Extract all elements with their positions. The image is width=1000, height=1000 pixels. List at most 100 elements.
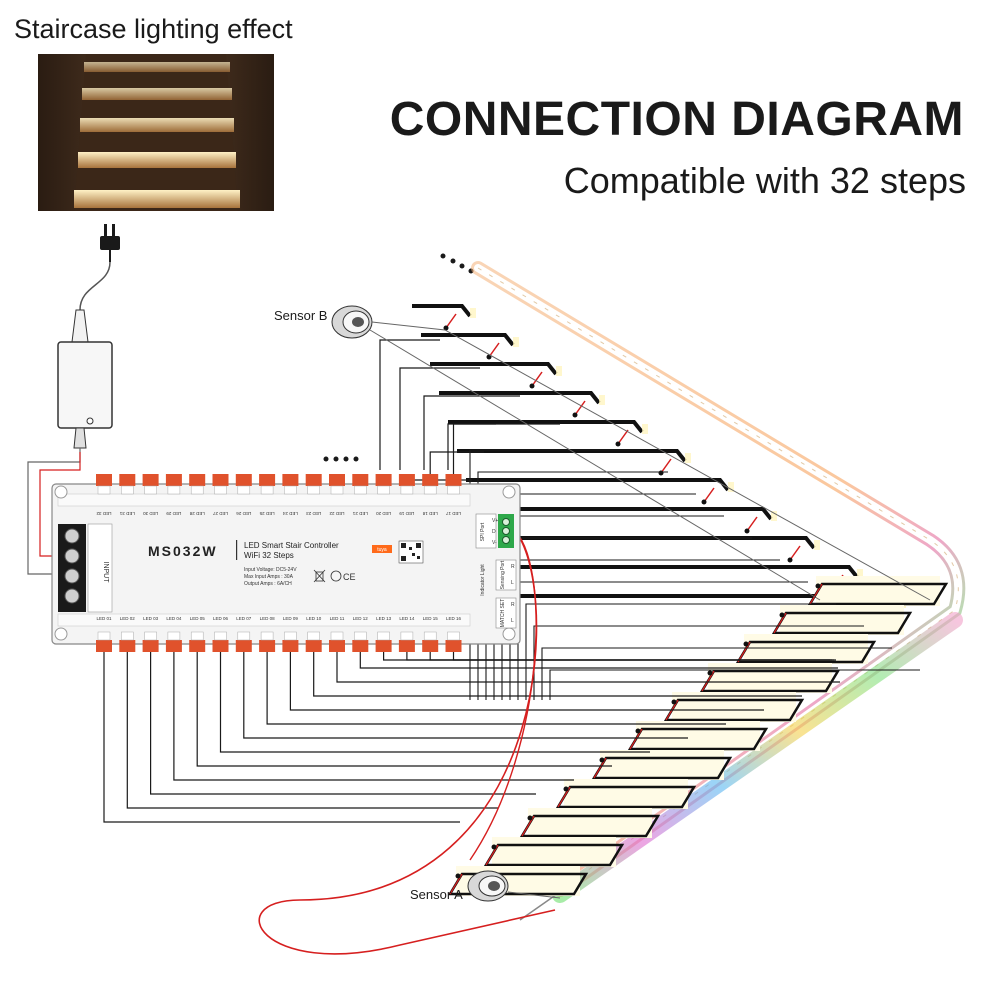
led-label-bottom: LED 04 — [166, 616, 182, 621]
wire-bus — [493, 515, 724, 700]
ce-mark-icon: CE — [343, 572, 356, 582]
wire-bottom — [196, 650, 612, 767]
led-label-bottom: LED 11 — [330, 616, 345, 621]
led-terminal-bottom: LED 04 — [165, 616, 182, 652]
led-label-bottom: LED 01 — [96, 616, 112, 621]
led-terminal-bottom: LED 03 — [142, 616, 159, 652]
power-adapter-icon — [27, 309, 113, 575]
led-terminal-bottom: LED 07 — [235, 616, 252, 652]
stair-step-upper — [484, 536, 820, 563]
stair-step-lower — [807, 576, 949, 606]
stair-step-lower — [735, 634, 877, 664]
led-terminal-top: LED 21 — [352, 474, 369, 516]
wire-bottom — [289, 650, 764, 711]
svg-text:L: L — [511, 618, 514, 624]
led-label-bottom: LED 16 — [446, 616, 462, 621]
led-label-top: LED 24 — [282, 511, 298, 516]
stair-step-upper — [475, 507, 777, 534]
svg-text:R: R — [511, 564, 515, 570]
staircase-photo — [38, 54, 274, 211]
wire-bus — [541, 647, 892, 700]
led-strip — [471, 261, 966, 921]
stair-step-upper — [430, 362, 562, 389]
led-label-bottom: LED 07 — [236, 616, 252, 621]
svg-text:SPI Port: SPI Port — [480, 522, 486, 541]
led-label-top: LED 26 — [236, 511, 252, 516]
controller-ms032w: INPUT MS032W LED Smart Stair Controller … — [51, 474, 521, 652]
led-terminal-bottom: LED 02 — [119, 616, 136, 652]
led-terminal-top: LED 27 — [212, 474, 229, 516]
led-terminal-bottom: LED 16 — [445, 616, 462, 652]
sensor-a: Sensor A — [410, 870, 561, 902]
led-label-top: LED 17 — [446, 511, 462, 516]
led-label-bottom: LED 14 — [399, 616, 415, 621]
led-terminal-bottom: LED 12 — [352, 616, 369, 652]
indicator-light-label: Indicator Light — [480, 564, 486, 596]
led-label-top: LED 32 — [96, 511, 112, 516]
led-label-top: LED 20 — [376, 511, 392, 516]
stair-step-upper — [493, 565, 863, 592]
wire-bottom — [219, 650, 650, 753]
wire-bottom — [150, 650, 536, 795]
wire-bottom — [336, 650, 840, 683]
wire-bottom — [266, 650, 726, 725]
led-label-top: LED 21 — [352, 511, 368, 516]
tuya-badge — [372, 545, 392, 553]
led-label-bottom: LED 10 — [306, 616, 322, 621]
led-label-bottom: LED 15 — [423, 616, 439, 621]
led-terminal-top: LED 24 — [282, 474, 299, 516]
led-terminal-top: LED 23 — [305, 474, 322, 516]
stair-step-lower — [663, 692, 805, 722]
led-label-top: LED 22 — [329, 511, 345, 516]
stair-step-lower — [591, 750, 733, 780]
spi-port — [475, 513, 497, 549]
sensing-port — [495, 559, 517, 591]
wire-top — [429, 451, 484, 478]
wire-upper — [399, 367, 480, 470]
led-terminal-bottom: LED 06 — [212, 616, 229, 652]
controller-variant: WiFi 32 Steps — [244, 551, 294, 560]
svg-text:V+: V+ — [492, 518, 498, 524]
stair-step-upper — [448, 420, 648, 447]
led-terminal-top: LED 31 — [119, 474, 136, 516]
recycle-bin-icon — [313, 569, 326, 583]
svg-text:Sensing Port: Sensing Port — [500, 560, 506, 589]
led-terminal-top: LED 30 — [142, 474, 159, 516]
svg-text:MATCH SET: MATCH SET — [500, 599, 506, 628]
tuya-badge-text: tuya — [377, 547, 387, 553]
led-terminal-bottom: LED 09 — [282, 616, 299, 652]
plug-icon — [79, 224, 120, 311]
stair-step-upper — [466, 478, 734, 505]
led-terminal-top: LED 26 — [235, 474, 252, 516]
diagram-subtitle: Compatible with 32 steps — [563, 160, 966, 201]
svg-text:L: L — [511, 580, 514, 586]
spec-output-amps: Output Amps : 6A/CH — [244, 581, 292, 587]
led-terminal-top: LED 29 — [165, 474, 182, 516]
led-terminal-top: LED 32 — [96, 474, 112, 516]
spec-voltage: Input Voltage: DC5-24V — [244, 567, 297, 573]
stair-step-lower — [627, 721, 769, 751]
wire-bottom — [359, 650, 838, 669]
wire-bottom — [173, 650, 574, 781]
stair-step-upper — [421, 333, 519, 360]
wire-bottom — [126, 650, 498, 809]
stair-step-lower — [771, 605, 913, 635]
led-label-bottom: LED 08 — [260, 616, 276, 621]
led-label-bottom: LED 06 — [213, 616, 229, 621]
led-terminal-bottom: LED 13 — [375, 616, 392, 652]
sensor-b: Sensor B — [274, 305, 931, 601]
led-label-top: LED 18 — [422, 511, 438, 516]
svg-text:D: D — [492, 529, 496, 535]
stair-step-upper — [439, 391, 605, 418]
led-terminal-bottom: LED 15 — [422, 616, 439, 652]
spec-input-amps: Max Input Amps : 30A — [244, 574, 294, 580]
led-label-top: LED 23 — [306, 511, 322, 516]
model-label: MS032W — [148, 543, 218, 559]
wire-bottom — [313, 650, 802, 697]
led-label-top: LED 31 — [119, 511, 135, 516]
led-terminal-bottom: LED 05 — [189, 616, 206, 652]
led-terminal-bottom: LED 14 — [398, 616, 415, 652]
wire-bottom — [452, 650, 830, 661]
